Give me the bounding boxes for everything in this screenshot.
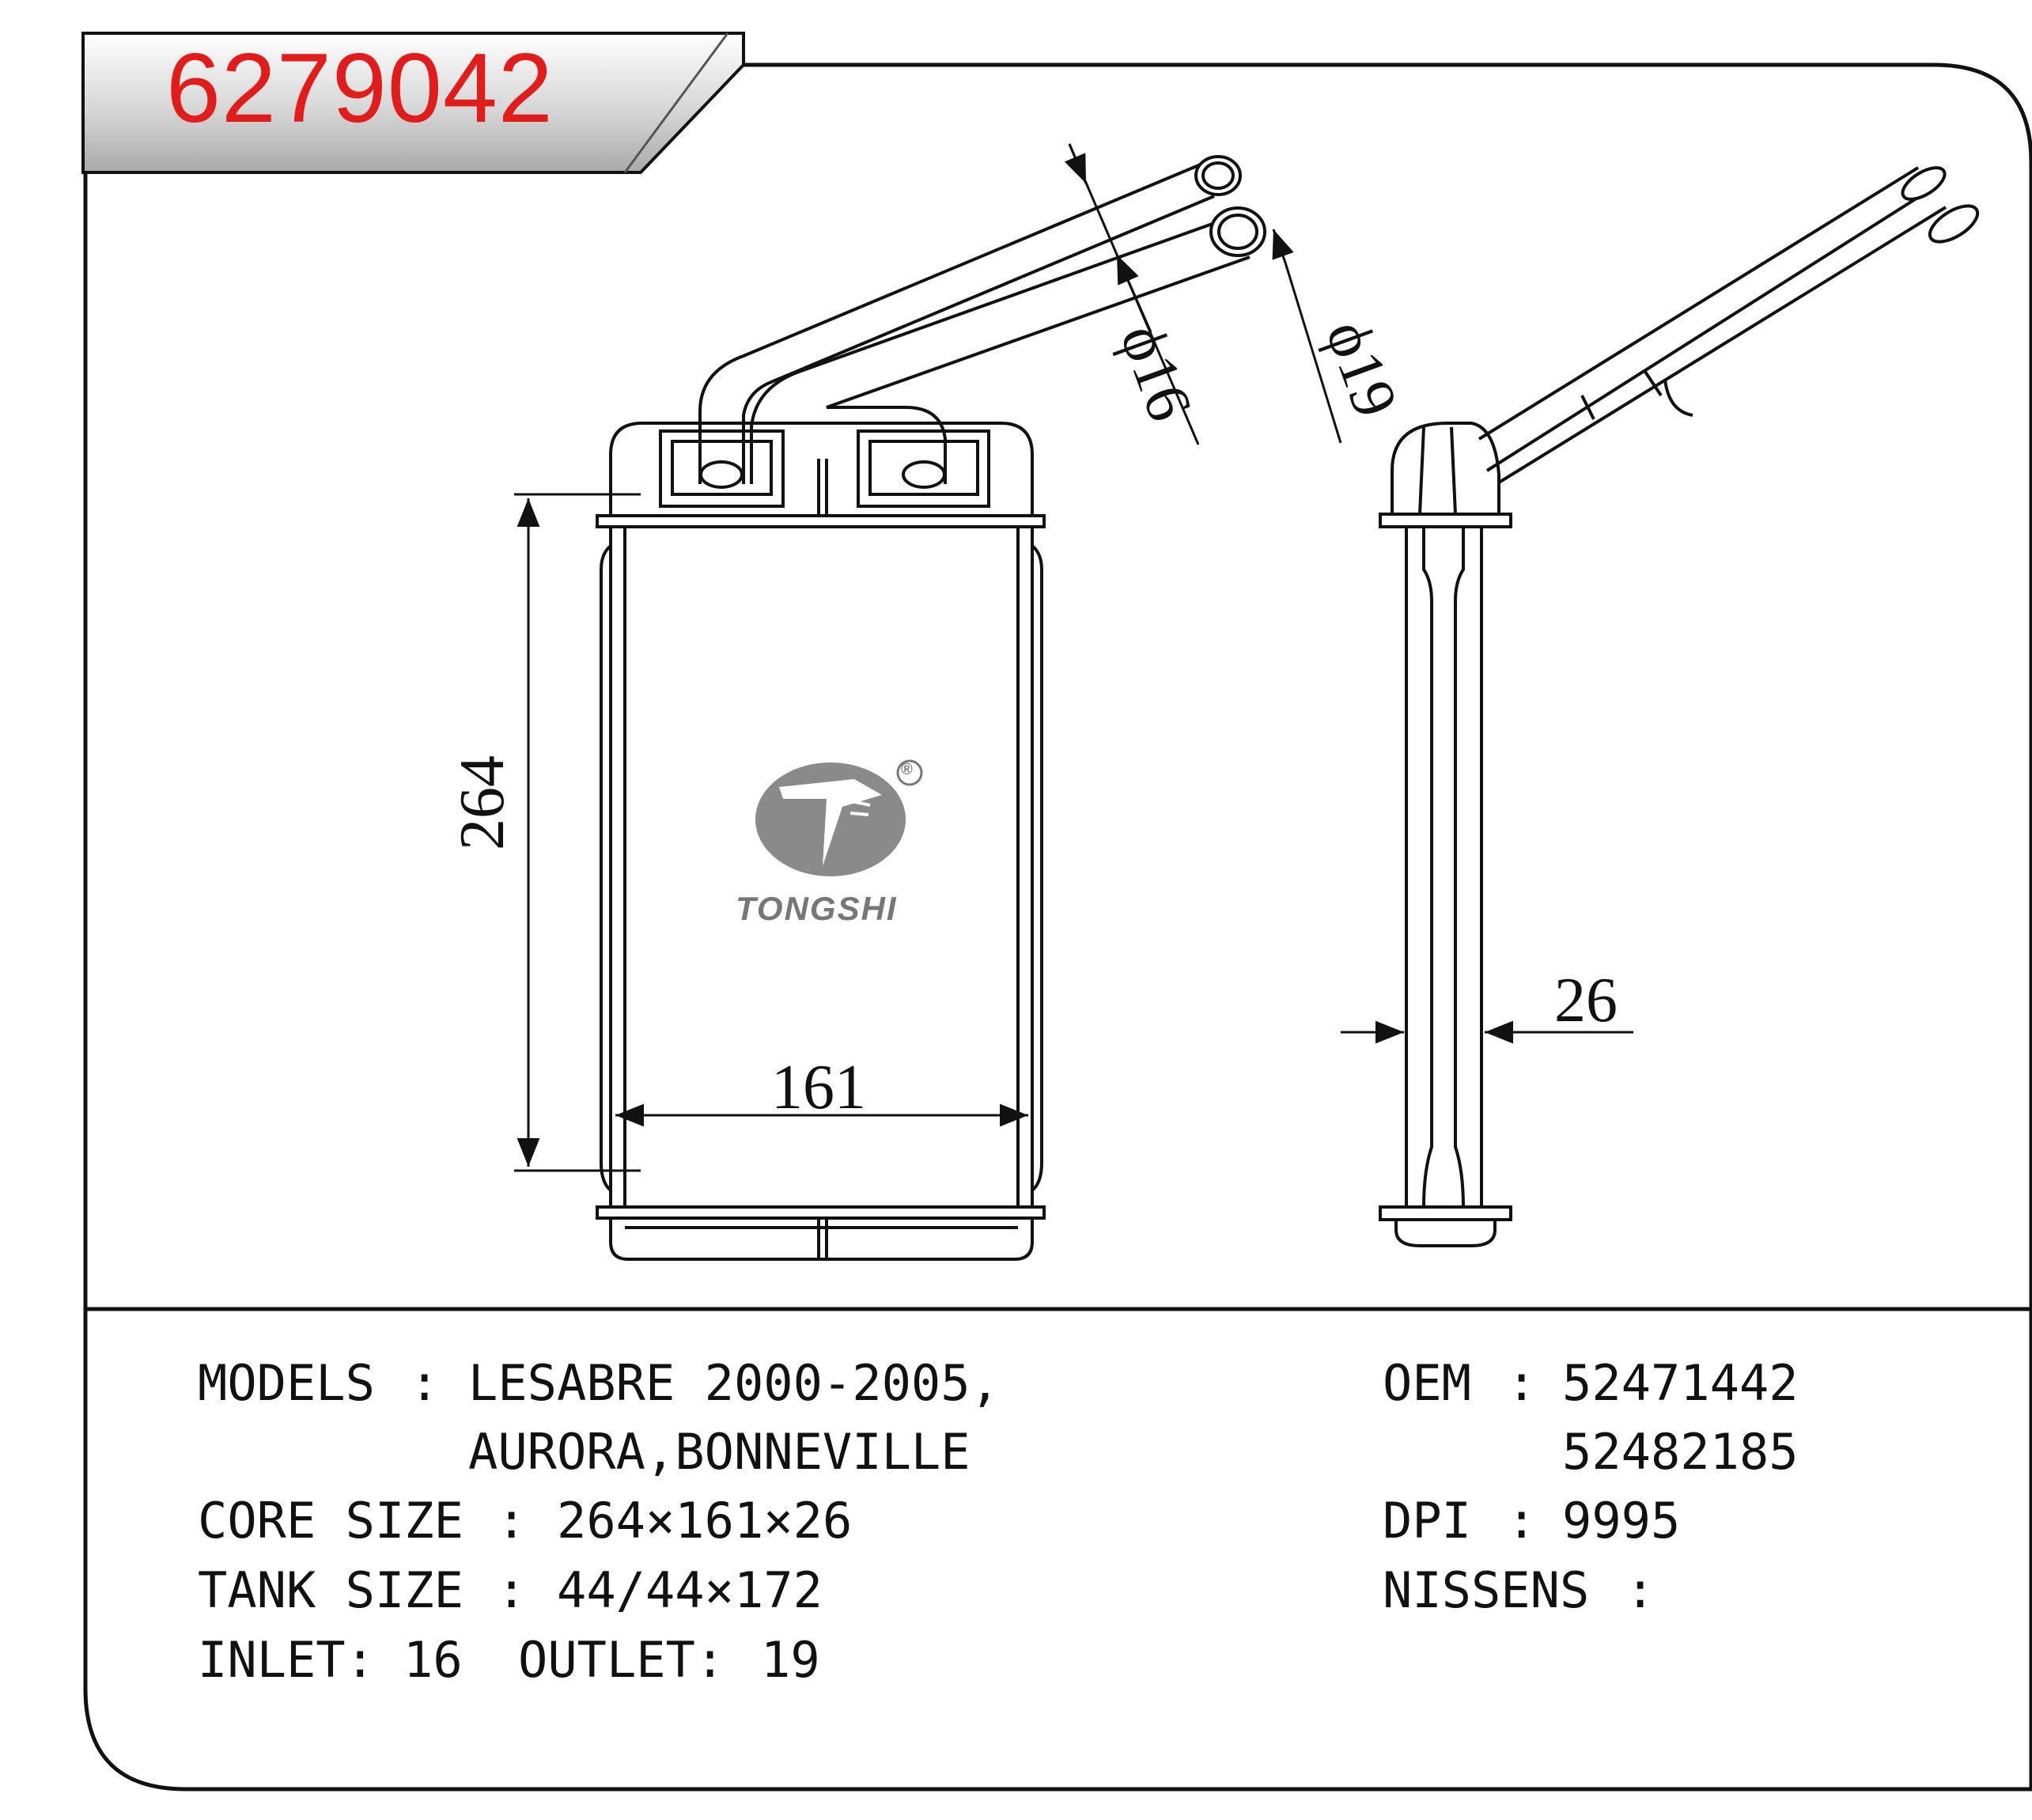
oem-number-1: 52471442 [1562,1354,1799,1412]
height-dimension-label: 264 [448,755,517,850]
thickness-dimension-label: 26 [1554,966,1618,1035]
models-label: MODELS [198,1354,375,1412]
brand-name: TONGSHI [736,890,898,927]
core-size-label: CORE SIZE [198,1492,464,1549]
part-number: 6279042 [166,34,554,143]
dpi-value: 9995 [1562,1492,1681,1549]
dpi-label: DPI [1383,1492,1471,1549]
registered-mark: ® [901,761,913,778]
outlet-value: 19 [761,1631,820,1689]
inlet-label: INLET: [198,1631,375,1689]
core-size-value: 264×161×26 [557,1492,853,1549]
nissens-label: NISSENS [1383,1561,1590,1619]
sheet-border [83,62,2032,1792]
part-number-tab [81,32,745,174]
tongshi-logo-mark [755,759,923,876]
inlet-value: 16 [403,1631,463,1689]
tank-size-value: 44/44×172 [557,1561,823,1619]
outlet-label: OUTLET: [518,1631,725,1689]
dpi-separator: : [1507,1492,1537,1549]
inlet-outlet-tubes [698,155,1266,489]
oem-separator: : [1507,1354,1537,1412]
nissens-separator: : [1625,1561,1655,1619]
tank-size-label: TANK SIZE [198,1561,464,1619]
tank-size-separator: : [497,1561,527,1619]
models-line-2: AURORA,BONNEVILLE [468,1423,971,1481]
side-view [1379,166,1980,1247]
width-dimension-label: 161 [771,1053,866,1122]
models-separator: : [410,1354,440,1412]
oem-label: OEM [1383,1354,1471,1412]
models-line-1: LESABRE 2000-2005, [468,1354,1000,1412]
dimension-lines [514,143,1633,1172]
oem-number-2: 52482185 [1562,1423,1799,1481]
core-size-separator: : [497,1492,527,1549]
